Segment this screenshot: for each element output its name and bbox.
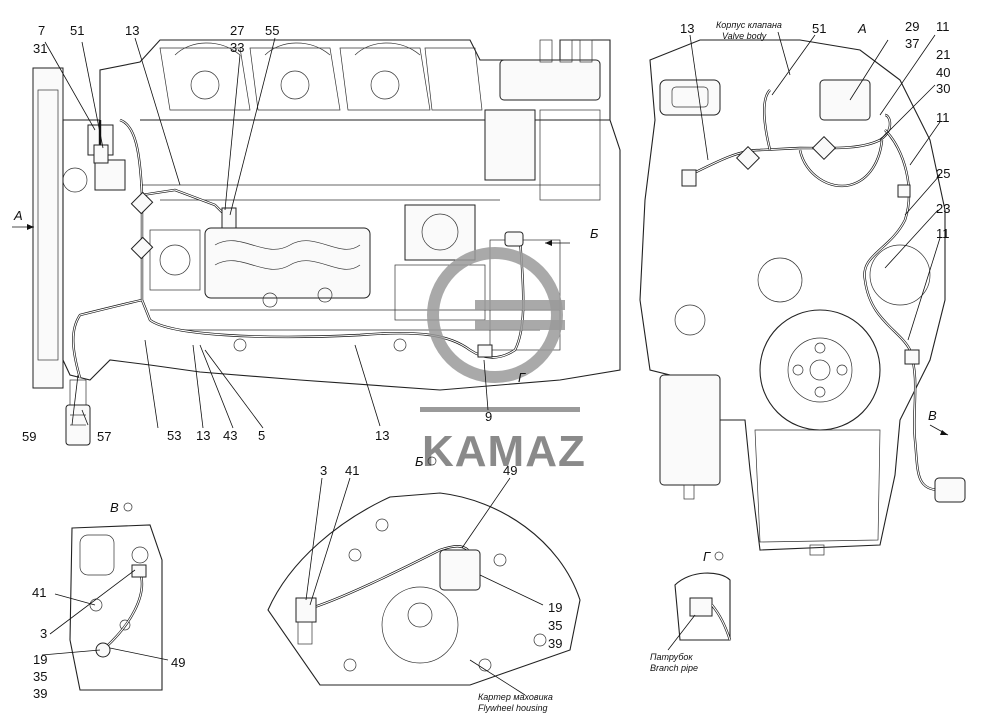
callout-b-49: 49 [503, 463, 517, 478]
callout-b-19: 19 [548, 600, 562, 615]
callout-v-39: 39 [33, 686, 47, 701]
callout-right-11-a: 11 [936, 19, 950, 34]
callout-v-41: 41 [32, 585, 46, 600]
flywheel-housing-label-ru: Картер маховика [478, 692, 553, 702]
callout-right-13: 13 [680, 21, 694, 36]
callout-27: 27 [230, 23, 244, 38]
callout-53: 53 [167, 428, 181, 443]
fuel-injection-pump [204, 227, 371, 299]
view-v-marker [123, 502, 133, 512]
callout-13-top: 13 [125, 23, 139, 38]
callouts-view-g: Г Патрубок Branch pipe [650, 549, 724, 673]
callout-13-bottom: 13 [196, 428, 210, 443]
callout-13-mid: 13 [375, 428, 389, 443]
callout-b-41: 41 [345, 463, 359, 478]
leader-lines [41, 31, 941, 696]
callouts-right: 13 Корпус клапана Valve body 51 А 29 37 … [680, 19, 950, 423]
callout-v-35: 35 [33, 669, 47, 684]
callout-5: 5 [258, 428, 265, 443]
flywheel-sensor [439, 549, 481, 591]
callout-51: 51 [70, 23, 84, 38]
callout-right-30: 30 [936, 81, 950, 96]
callout-b-35: 35 [548, 618, 562, 633]
callout-right-37: 37 [905, 36, 919, 51]
branch-pipe-label-en: Branch pipe [650, 663, 698, 673]
view-a-label-right: А [857, 21, 867, 36]
callout-right-29: 29 [905, 19, 919, 34]
view-g-marker [714, 551, 724, 561]
callout-31: 31 [33, 41, 47, 56]
callouts-main: 7 31 51 13 27 33 55 А Б 59 57 53 13 43 5… [13, 23, 599, 444]
callout-59: 59 [22, 429, 36, 444]
callout-right-40: 40 [936, 65, 950, 80]
air-compressor [404, 204, 476, 261]
view-g-arrow-label: Г [518, 370, 526, 385]
callout-43: 43 [223, 428, 237, 443]
callout-v-49: 49 [171, 655, 185, 670]
callout-57: 57 [97, 429, 111, 444]
callout-right-11-b: 11 [936, 110, 950, 125]
callout-right-23: 23 [936, 201, 950, 216]
detail-view-v [69, 524, 163, 691]
branch-pipe-label-ru: Патрубок [650, 652, 693, 662]
callout-33: 33 [230, 40, 244, 55]
callout-right-21: 21 [936, 47, 950, 62]
detail-view-b [267, 492, 581, 686]
callout-right-11-c: 11 [936, 226, 950, 241]
detail-view-g [674, 572, 732, 641]
view-b-marker [427, 456, 437, 466]
callouts-view-v: В 41 3 19 35 39 49 [32, 500, 185, 701]
callout-b-3: 3 [320, 463, 327, 478]
callout-55: 55 [265, 23, 279, 38]
oil-filter [659, 374, 721, 486]
crankshaft-pulley [759, 309, 881, 431]
engine-front-view [639, 39, 966, 556]
callout-b-39: 39 [548, 636, 562, 651]
flywheel-housing-label-en: Flywheel housing [478, 703, 548, 713]
callouts-view-b: Б 3 41 49 19 35 39 Картер маховика Flywh… [320, 454, 562, 713]
callout-7: 7 [38, 23, 45, 38]
view-b-title: Б [415, 454, 424, 469]
callout-v-19: 19 [33, 652, 47, 667]
view-a-label-left: А [13, 208, 23, 223]
view-b-arrow-label: Б [590, 226, 599, 241]
view-v-arrow-label: В [928, 408, 937, 423]
callout-right-51: 51 [812, 21, 826, 36]
valve-body-label-ru: Корпус клапана [716, 20, 782, 30]
view-g-title: Г [703, 549, 711, 564]
flywheel-housing-plate [32, 67, 64, 389]
kamaz-logo: KAMAZ [420, 247, 586, 476]
kamaz-wordmark: KAMAZ [422, 427, 586, 476]
view-v-title: В [110, 500, 119, 515]
engine-side-view [12, 39, 621, 446]
harness-end-connector [934, 477, 966, 503]
valve-body-label-en: Valve body [722, 31, 767, 41]
callout-right-25: 25 [936, 166, 950, 181]
callout-9: 9 [485, 409, 492, 424]
callout-v-3: 3 [40, 626, 47, 641]
